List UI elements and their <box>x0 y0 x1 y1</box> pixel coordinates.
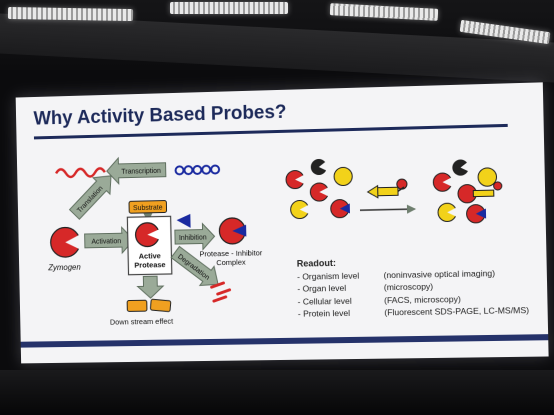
active-protease-line2: Protease <box>134 260 165 270</box>
zymogen-label: Zymogen <box>47 263 81 273</box>
degraded-fragments <box>212 283 230 301</box>
dark-floor <box>0 370 554 415</box>
pacman-red-2 <box>309 182 329 202</box>
readout-method: (Fluorescent SDS-PAGE, LC-MS/MS) <box>384 304 530 318</box>
transcription-arrow: Transcription <box>107 157 166 184</box>
active-protease-pacman <box>135 222 161 246</box>
inhibitor-triangle <box>176 213 191 229</box>
mixture-before <box>285 158 353 219</box>
after-yellow-1 <box>478 168 497 187</box>
complex-label-line2: Complex <box>216 258 246 268</box>
readout-block: Readout: - Organism level (noninvasive o… <box>297 253 542 320</box>
downstream-arrow <box>137 276 163 298</box>
activation-arrow: Activation <box>84 227 133 254</box>
probe-icon <box>367 179 407 198</box>
zymogen-pacman <box>50 227 81 257</box>
projection-screen: Why Activity Based Probes? Transcription <box>16 82 549 363</box>
readout-method: (FACS, microscopy) <box>383 293 461 305</box>
mrna-wave <box>56 168 105 177</box>
complex-pacman <box>219 217 247 246</box>
inhibition-arrow: Inhibition <box>175 223 215 250</box>
pacman-yellow-2 <box>289 199 310 219</box>
downstream-label: Down stream effect <box>110 317 173 327</box>
pacman-red-blue <box>331 199 350 217</box>
inhibition-label: Inhibition <box>179 234 207 242</box>
dna-beads <box>176 165 221 174</box>
after-yellow-2 <box>438 203 458 222</box>
after-red-blue <box>466 204 486 223</box>
transcription-label: Transcription <box>121 168 161 176</box>
pacman-yellow-1 <box>334 167 352 185</box>
after-red-1 <box>433 173 453 192</box>
readout-method: (microscopy) <box>383 281 434 293</box>
ceiling-light-1 <box>7 6 134 22</box>
labeling-arrow <box>360 209 415 210</box>
active-protease-line1: Active <box>139 251 161 260</box>
mixture-after <box>433 159 503 224</box>
pacman-red-1 <box>285 169 305 189</box>
readout-method: (noninvasive optical imaging) <box>383 267 496 280</box>
ceiling-light-2 <box>170 2 288 14</box>
after-red-probe <box>458 182 502 203</box>
after-black <box>452 159 469 176</box>
readout-level: - Protein level <box>297 307 351 319</box>
activation-label: Activation <box>91 238 121 246</box>
protease-diagram: Transcription Translation Zymogen Act <box>16 82 549 363</box>
substrate-box: Substrate <box>129 201 167 214</box>
pacman-black-1 <box>310 158 327 175</box>
substrate-label: Substrate <box>133 205 163 213</box>
complex-label-line1: Protease - Inhibitor <box>199 248 263 258</box>
cleaved-substrate <box>127 299 171 313</box>
